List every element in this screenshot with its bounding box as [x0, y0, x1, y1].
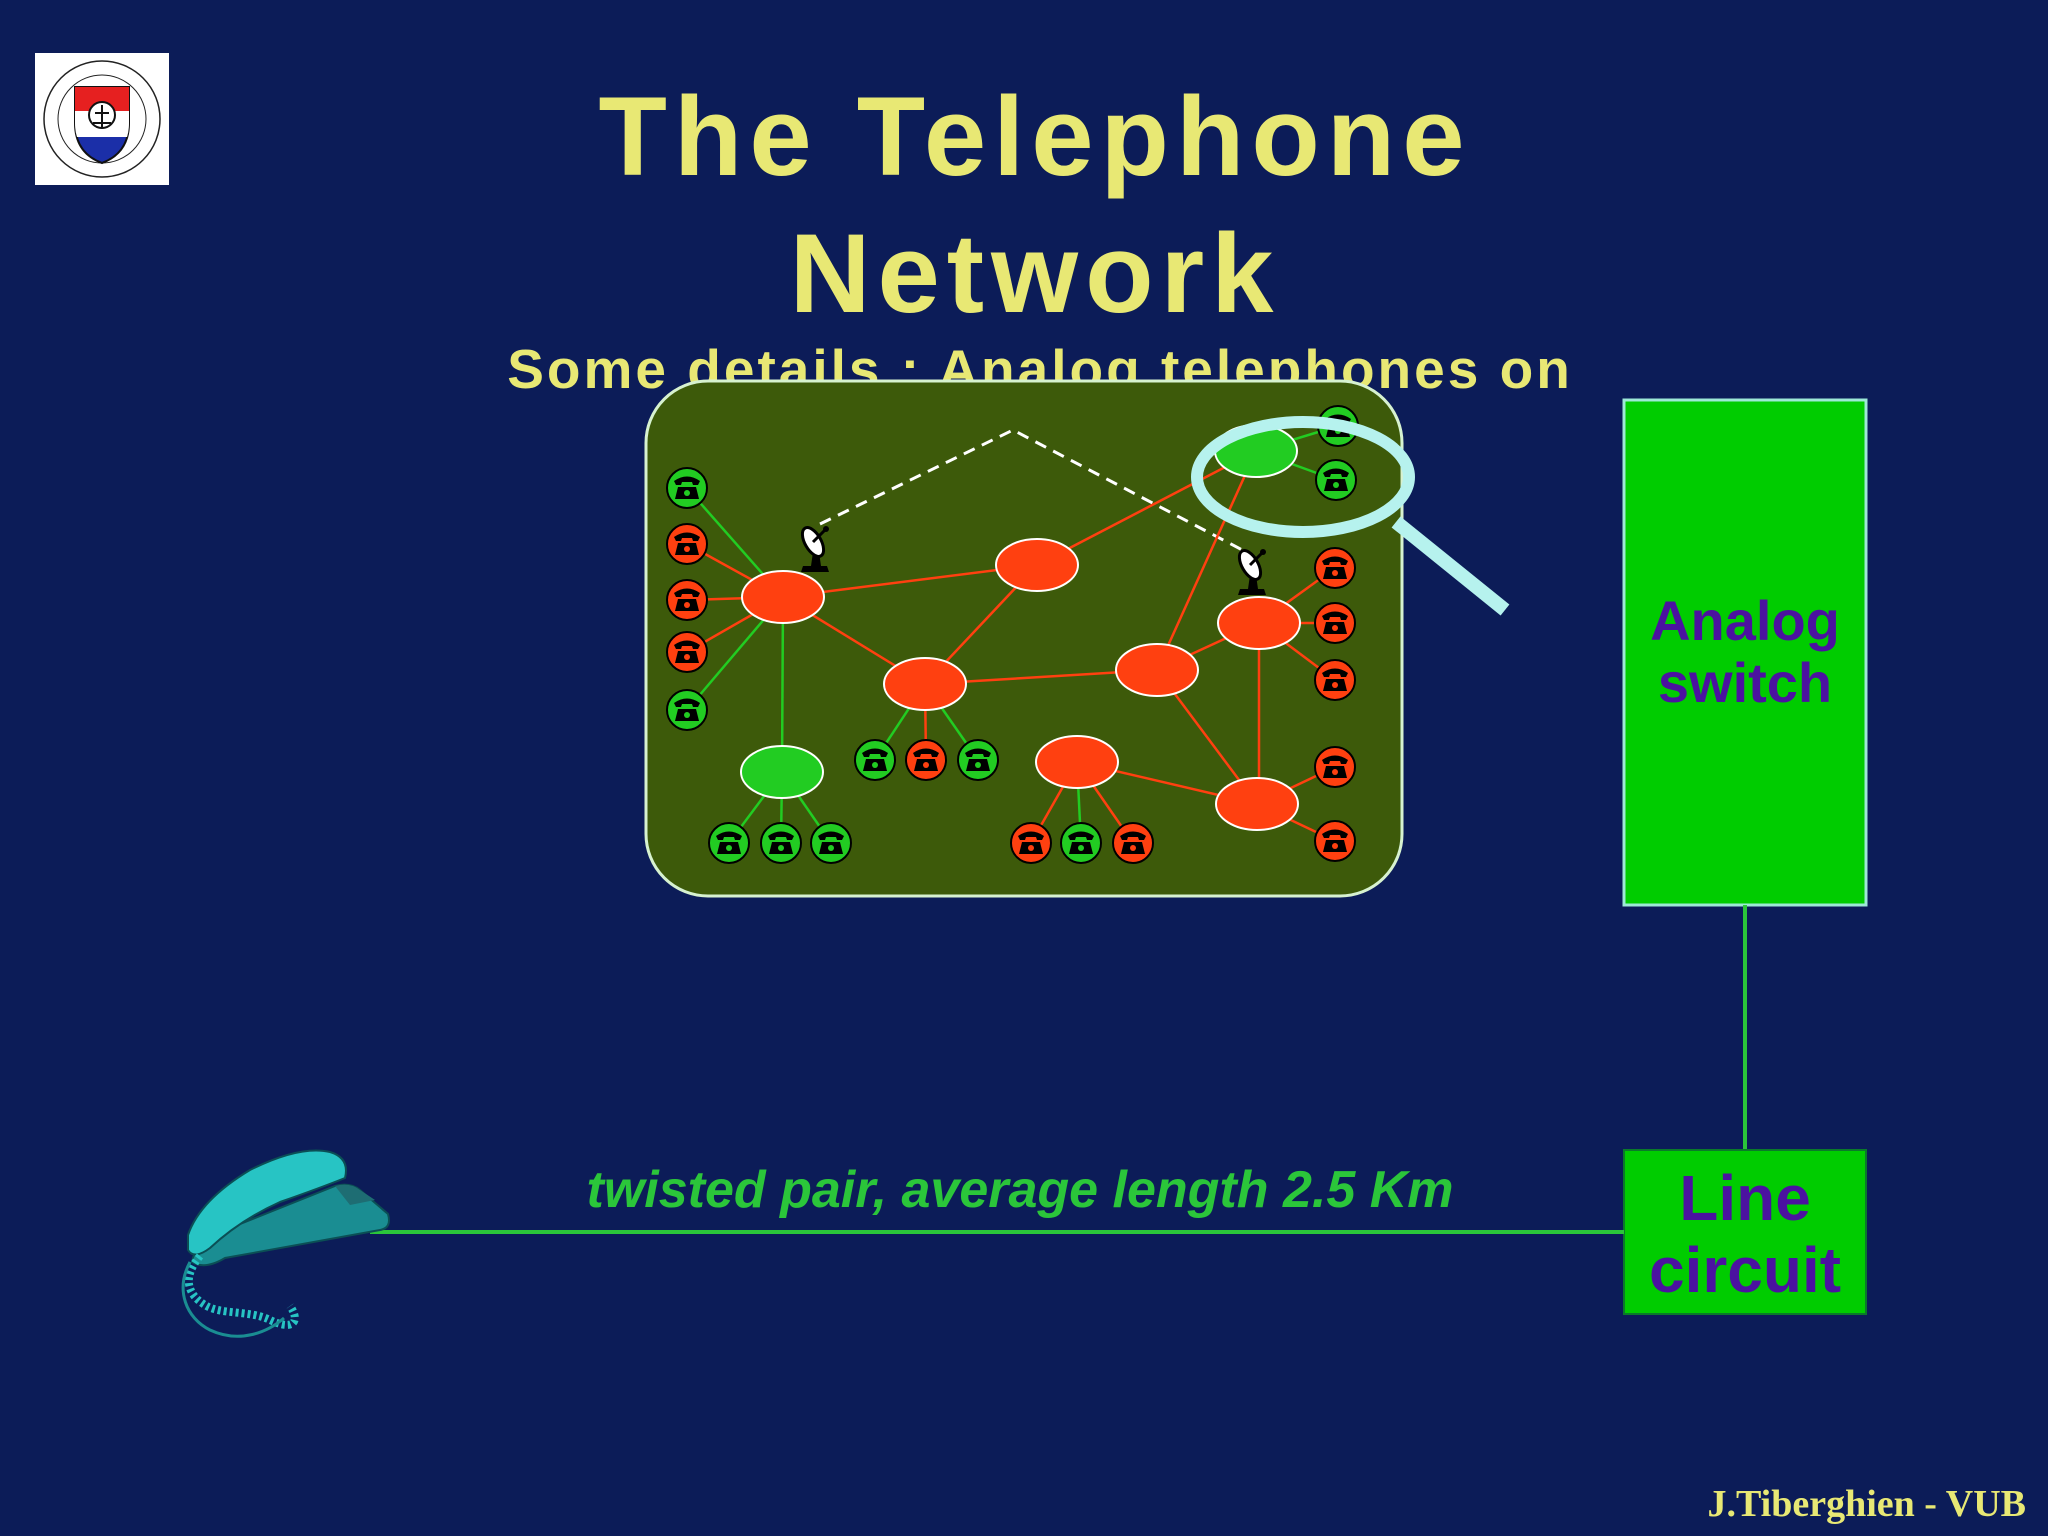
exchange-node: [1115, 643, 1199, 697]
exchange-node: [741, 570, 825, 624]
analog-switch-block: [1622, 398, 1868, 907]
telephone-icon: [1112, 822, 1154, 864]
telephone-icon: [1060, 822, 1102, 864]
university-logo-icon: [35, 53, 169, 185]
line-circuit-block: [1623, 1149, 1867, 1315]
telephone-icon: [854, 739, 896, 781]
satellite-link: [819, 428, 1251, 556]
telephone-icon: [1314, 746, 1356, 788]
analog-switch-label: Analog switch: [1624, 590, 1866, 714]
title-line-2: Network: [789, 211, 1281, 336]
telephone-icon: [666, 467, 708, 509]
exchange-node: [1217, 596, 1301, 650]
telephone-icon: [1010, 822, 1052, 864]
telephone-icon: [666, 689, 708, 731]
analog-switch-label-line-1: Analog: [1650, 589, 1840, 652]
twisted-pair-label: twisted pair, average length 2.5 Km: [586, 1161, 1454, 1219]
telephone-icon: [1314, 547, 1356, 589]
telephone-icon: [666, 523, 708, 565]
telephone-icon: [1315, 459, 1357, 501]
line-circuit-label: Line circuit: [1624, 1162, 1866, 1306]
telephone-icon: [957, 739, 999, 781]
telephone-icon: [760, 822, 802, 864]
telephone-icon: [905, 739, 947, 781]
author-footer: J.Tiberghien - VUB: [1707, 1483, 2026, 1525]
exchange-node: [1215, 777, 1299, 831]
telephone-icon: [666, 631, 708, 673]
title-line-1: The Telephone: [598, 74, 1472, 199]
handset-icon: [181, 1149, 390, 1338]
telephone-icon: [810, 822, 852, 864]
exchange-node: [995, 538, 1079, 592]
line-circuit-label-line-2: circuit: [1648, 1234, 1842, 1306]
telephone-icon: [1314, 602, 1356, 644]
telephone-icon: [666, 579, 708, 621]
exchange-node: [883, 657, 967, 711]
telephone-icon: [708, 822, 750, 864]
analog-switch-label-line-2: switch: [1657, 651, 1833, 714]
telephone-icon: [1314, 659, 1356, 701]
line-circuit-label-line-1: Line: [1679, 1162, 1811, 1234]
slide-title: The Telephone Network: [430, 68, 1640, 342]
telephone-icon: [1314, 820, 1356, 862]
logo-seal: [43, 60, 161, 178]
exchange-node: [740, 745, 824, 799]
magnifier-icon: [1191, 416, 1510, 616]
exchange-node: [1035, 735, 1119, 789]
